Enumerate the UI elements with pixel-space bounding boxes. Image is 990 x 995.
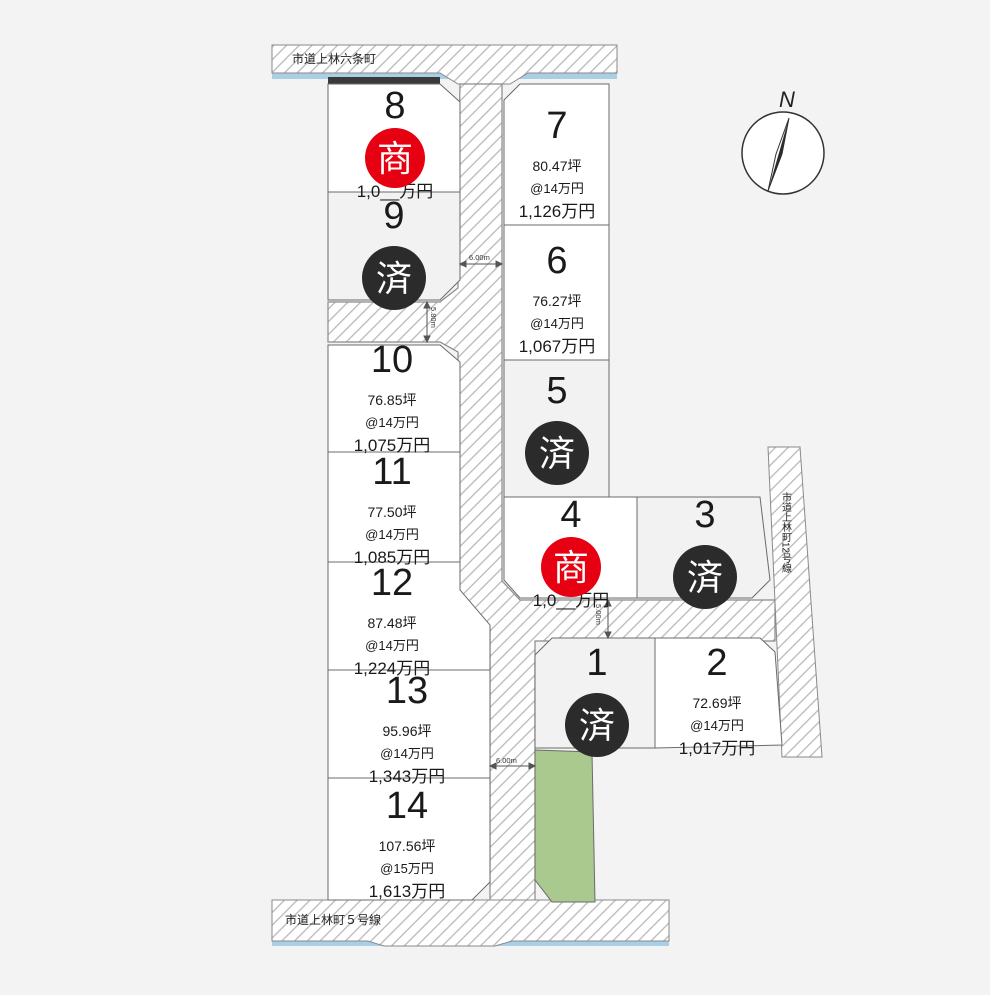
road-top: [271, 44, 618, 85]
lot-number: 12: [371, 562, 413, 604]
road-name-bottom: 市道上林町５号線: [285, 912, 381, 927]
dimension-label-road-6m: 6.00m: [469, 253, 490, 262]
lot-number: 6: [546, 240, 567, 282]
lot-number: 14: [386, 785, 428, 827]
park-area: [534, 749, 596, 903]
lot-area: 107.56坪: [379, 838, 436, 854]
lot-unit-price: @14万円: [365, 638, 419, 653]
lot-area: 87.48坪: [367, 615, 416, 631]
lot-total-price: 1,085万円: [354, 548, 431, 567]
sold-badge: [565, 693, 629, 757]
lot-status-text: 商: [377, 138, 413, 179]
north-compass-icon: [741, 111, 825, 195]
lot-number: 10: [371, 339, 413, 381]
negotiating-badge: [541, 537, 601, 597]
lot-total-price: 1,017万円: [679, 739, 756, 758]
lot-unit-price: @14万円: [380, 746, 434, 761]
road-name-top: 市道上林六条町: [292, 51, 376, 66]
lot-unit-price: @15万円: [380, 861, 434, 876]
lot-area: 95.96坪: [382, 723, 431, 739]
lot-area: 76.27坪: [532, 293, 581, 309]
lot-number: 1: [586, 642, 607, 684]
lot-total-price: 1,126万円: [519, 202, 596, 221]
lot-status-text: 商: [553, 547, 589, 588]
road-right: [767, 446, 823, 758]
sold-badge: [525, 421, 589, 485]
lot-2[interactable]: [654, 637, 783, 749]
lot-number: 5: [546, 370, 567, 412]
dimension-top-road: [458, 260, 504, 268]
lot-unit-price: @14万円: [365, 415, 419, 430]
lot-total-price: 1,343万円: [369, 767, 446, 786]
lot-status-text: 済: [539, 433, 575, 474]
dimension-label-road-6m-bottom: 6.00m: [496, 756, 517, 765]
lot-number: 2: [706, 642, 727, 684]
lot-area: 76.85坪: [367, 392, 416, 408]
lot-number: 8: [384, 85, 405, 127]
lot-total-price: 1,0__万円: [357, 182, 434, 201]
negotiating-badge: [365, 128, 425, 188]
lot-unit-price: @14万円: [690, 718, 744, 733]
lot-total-price: 1,0__万円: [533, 591, 610, 610]
sold-badge: [362, 246, 426, 310]
lot-unit-price: @14万円: [530, 181, 584, 196]
lot-area: 80.47坪: [532, 158, 581, 174]
lot-status-text: 済: [376, 258, 412, 299]
dimension-gap-9-10: [423, 300, 431, 344]
lot-number: 3: [694, 494, 715, 536]
lot-number: 7: [546, 105, 567, 147]
compass-north-label: N: [779, 87, 795, 112]
lot-number: 4: [560, 494, 581, 536]
lot-total-price: 1,075万円: [354, 436, 431, 455]
lot-total-price: 1,224万円: [354, 659, 431, 678]
lot-status-text: 済: [687, 557, 723, 598]
road-bottom: [271, 899, 670, 947]
lot-number: 11: [372, 451, 411, 493]
lot-status-text: 済: [579, 705, 615, 746]
sold-badge: [673, 545, 737, 609]
lot-14[interactable]: [327, 777, 491, 901]
lot-total-price: 1,613万円: [369, 882, 446, 901]
dimension-label-5-00m: 5.00m: [594, 604, 603, 625]
lot-8-boundary-mark: [328, 77, 440, 84]
dimension-bottom-road: [488, 762, 537, 770]
lot-number: 13: [386, 670, 428, 712]
dimension-gap-4-1: [604, 598, 612, 640]
dimension-label-5-80m: 5.80m: [429, 307, 438, 328]
lot-total-price: 1,067万円: [519, 337, 596, 356]
lot-unit-price: @14万円: [530, 316, 584, 331]
lot-number: 9: [383, 195, 404, 237]
road-name-right: 市道上林町12号線: [780, 491, 792, 573]
lot-area: 72.69坪: [692, 695, 741, 711]
lot-10[interactable]: [327, 344, 461, 453]
lot-area: 77.50坪: [367, 504, 416, 520]
lot-unit-price: @14万円: [365, 527, 419, 542]
